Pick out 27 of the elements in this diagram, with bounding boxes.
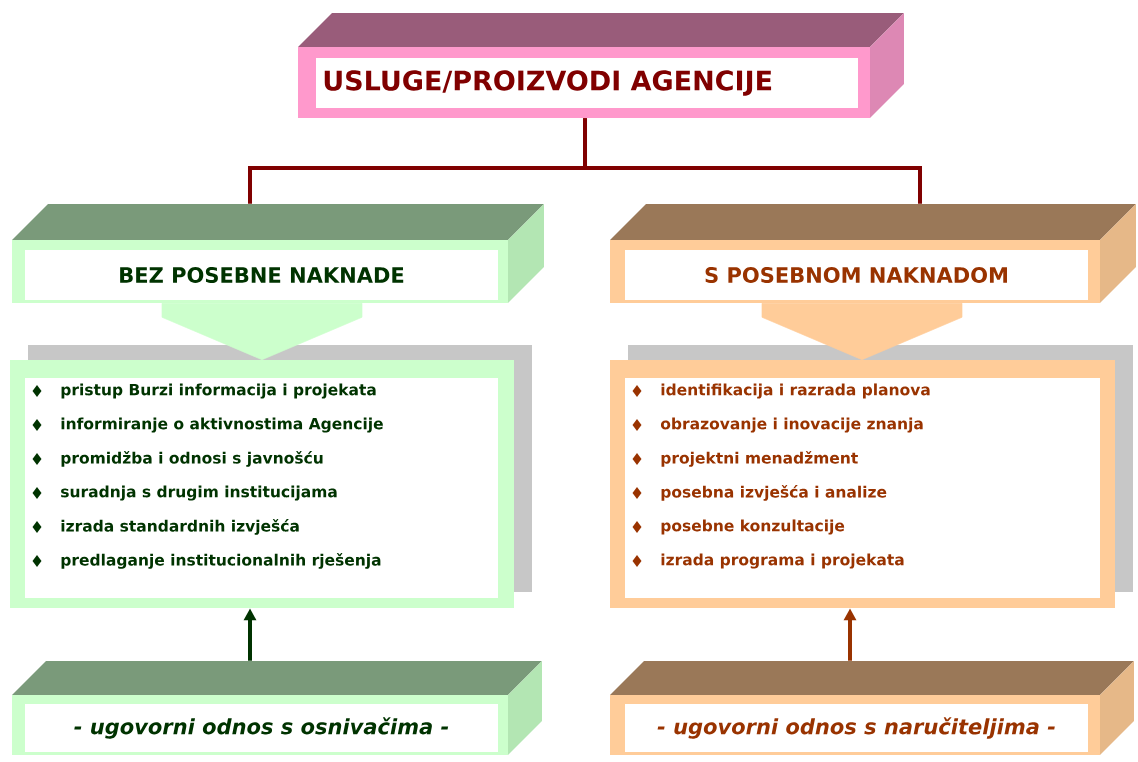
- 3d-box: [610, 204, 1136, 303]
- list-item: predlaganje institucionalnih rješenja: [61, 553, 381, 569]
- list-item: posebne konzultacije: [661, 519, 845, 535]
- list-box: [10, 345, 532, 608]
- list-item: informiranje o aktivnostima Agencije: [61, 417, 383, 433]
- list-item: identifikacija i razrada planova: [661, 383, 930, 399]
- 3d-box: [298, 13, 904, 118]
- list-item: obrazovanje i inovacije znanja: [660, 417, 923, 433]
- 3d-box: [12, 204, 544, 303]
- list-item: izrada programa i projekata: [661, 553, 904, 569]
- list-item: izrada standardnih izvješća: [61, 519, 299, 535]
- box-title: - ugovorni odnos s osnivačima -: [74, 717, 449, 739]
- list-item: posebna izvješća i analize: [661, 485, 887, 501]
- connector-line: [583, 118, 922, 204]
- box-title: BEZ POSEBNE NAKNADE: [120, 267, 404, 283]
- list-item: projektni menadžment: [661, 451, 858, 467]
- list-box: [610, 345, 1133, 608]
- box-title: USLUGE/PROIZVODI AGENCIJE: [324, 70, 772, 96]
- list-item: promidžba i odnosi s javnošću: [61, 451, 323, 467]
- list-item: pristup Burzi informacija i projekata: [61, 383, 376, 399]
- 3d-box: [610, 661, 1134, 755]
- list-item: suradnja s drugim institucijama: [61, 485, 337, 501]
- block-arrow: [761, 302, 963, 361]
- 3d-box: [12, 661, 542, 755]
- box-title: S POSEBNOM NAKNADOM: [705, 267, 1007, 283]
- block-arrow: [161, 302, 363, 361]
- box-title: - ugovorni odnos s naručiteljima -: [657, 717, 1055, 739]
